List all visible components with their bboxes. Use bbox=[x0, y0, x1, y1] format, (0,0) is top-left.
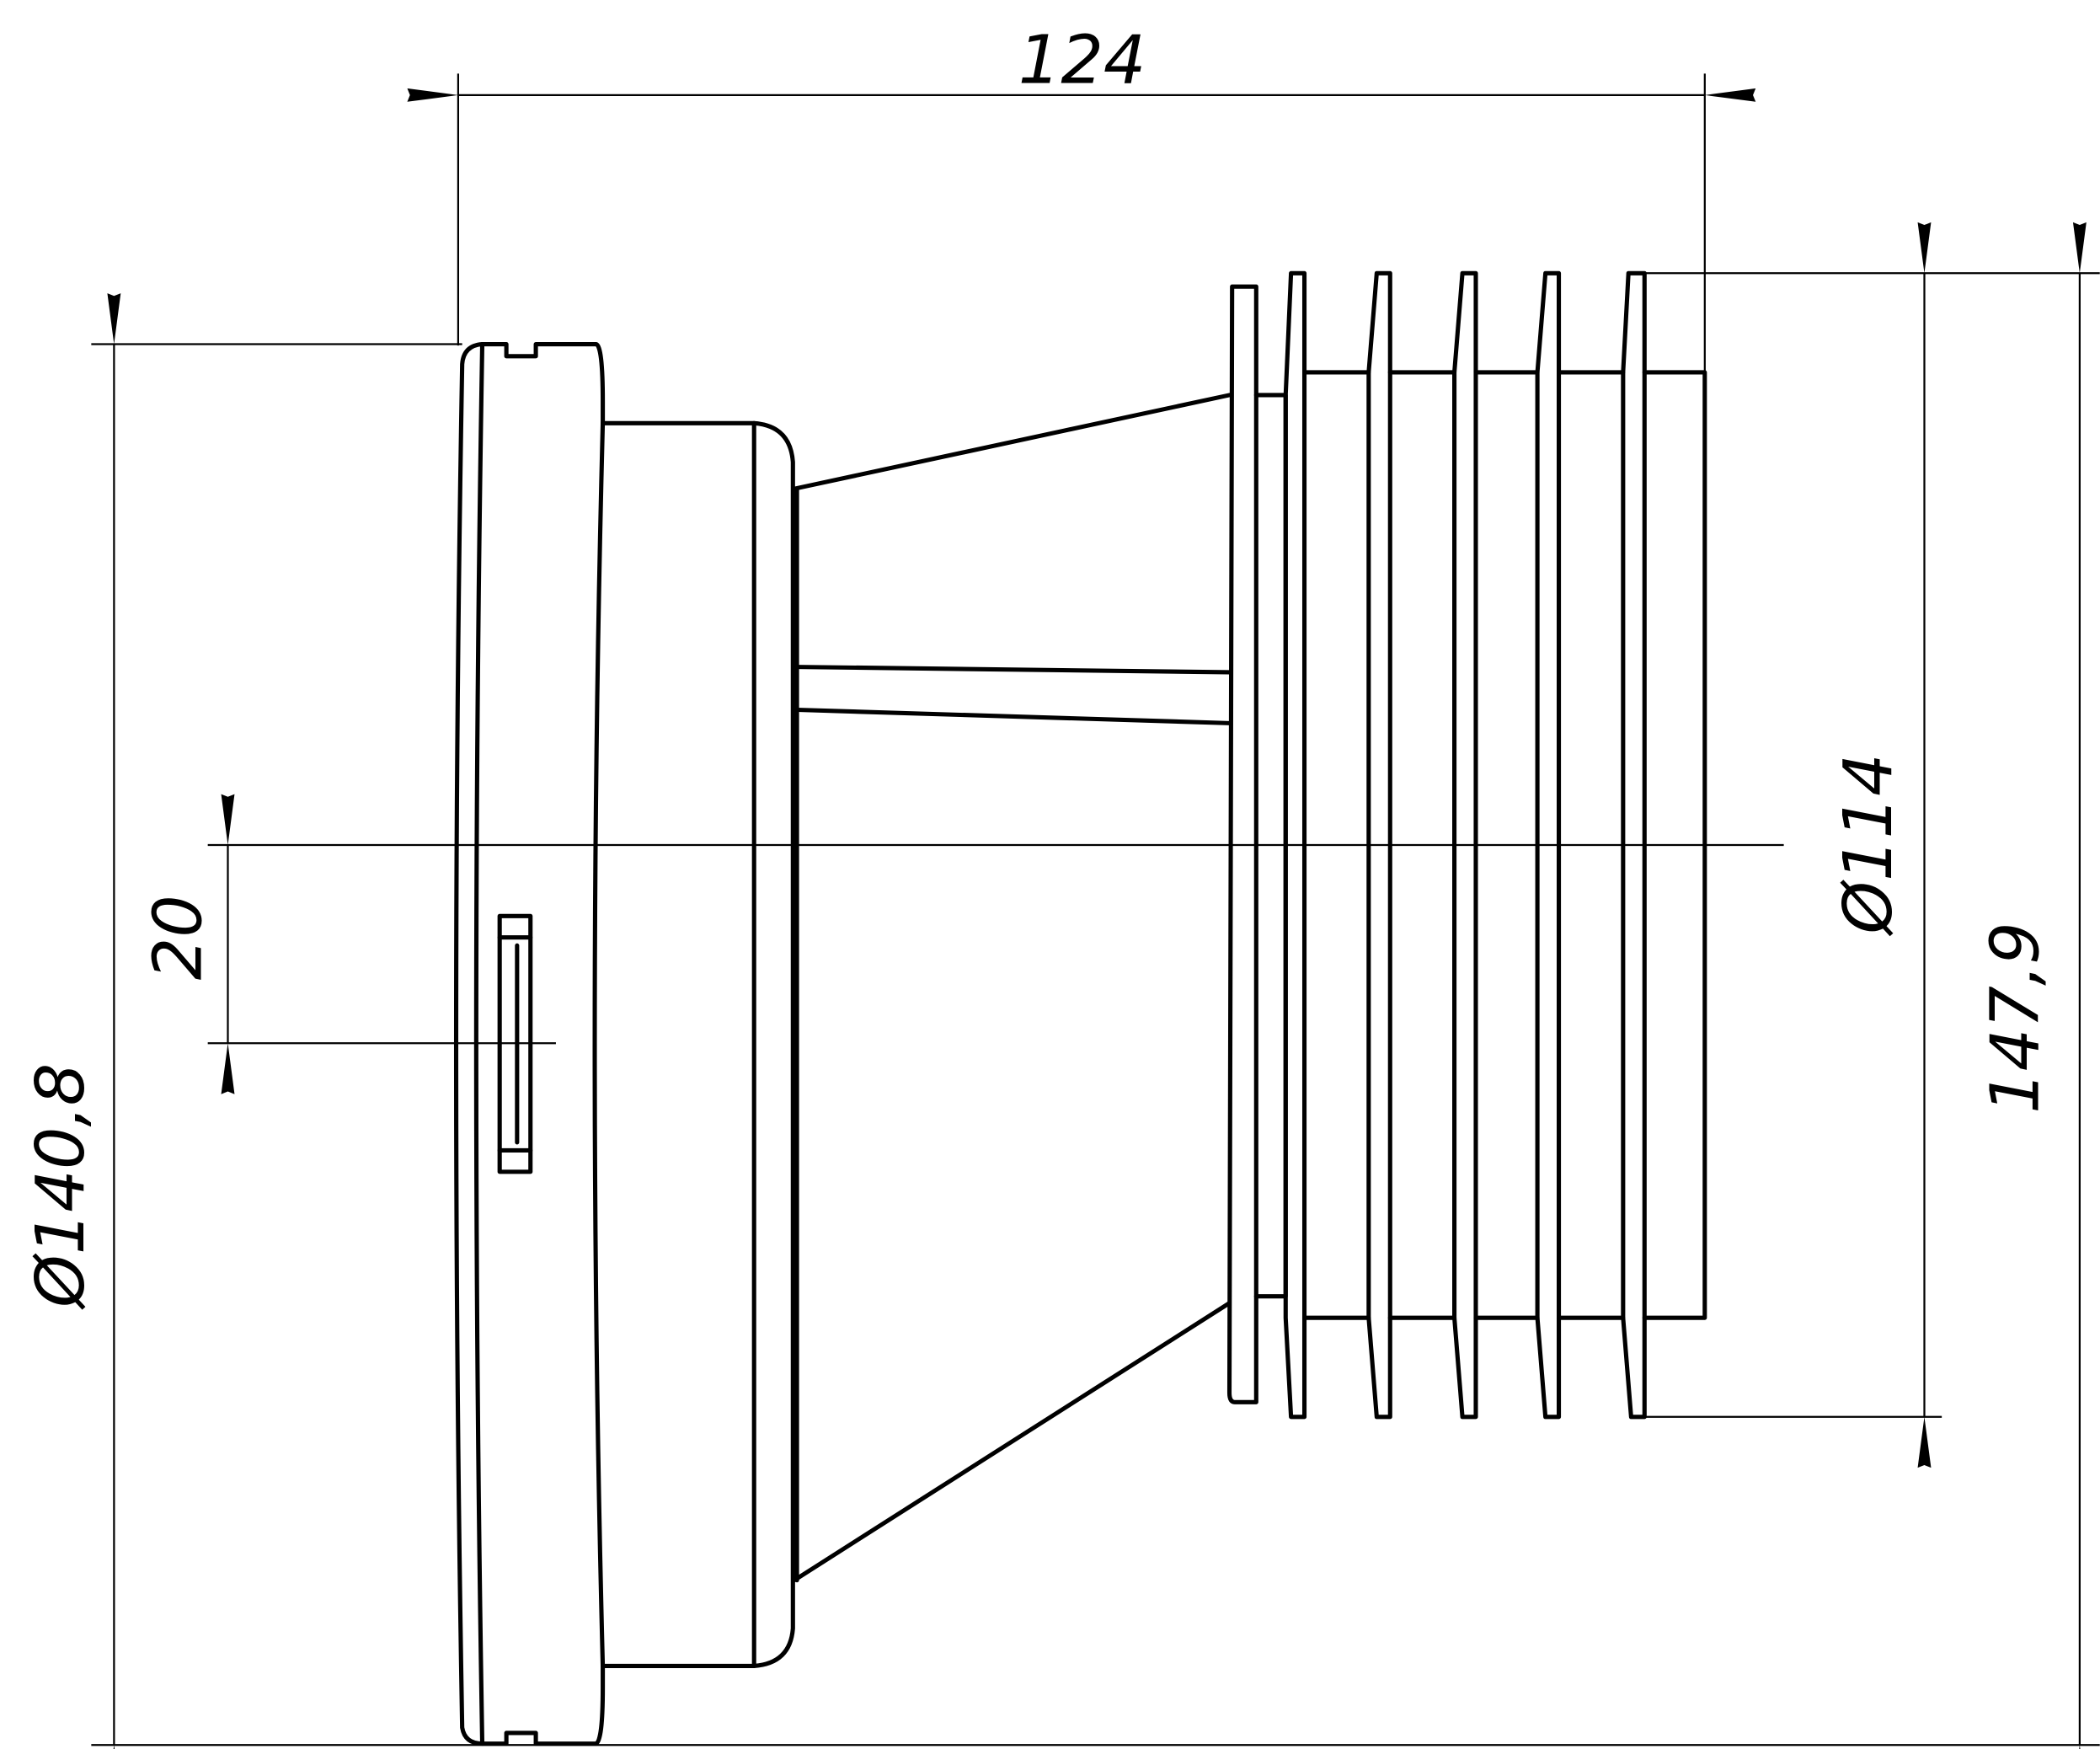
inlet-diameter-label: Ø140,8 bbox=[21, 1063, 99, 1310]
rib-diameter-label: 147,9 bbox=[1976, 922, 2055, 1114]
outlet-ribs bbox=[1226, 270, 1707, 1420]
extension-lines bbox=[91, 73, 2100, 1746]
outlet-diameter-label: Ø114 bbox=[1829, 753, 1907, 936]
cone bbox=[792, 393, 1232, 1583]
body bbox=[601, 420, 799, 1668]
dimension-lines bbox=[107, 88, 2087, 1749]
offset-label: 20 bbox=[139, 895, 217, 980]
inlet-flange bbox=[453, 341, 606, 1746]
length-label: 124 bbox=[1018, 21, 1146, 99]
slot bbox=[497, 913, 533, 1174]
